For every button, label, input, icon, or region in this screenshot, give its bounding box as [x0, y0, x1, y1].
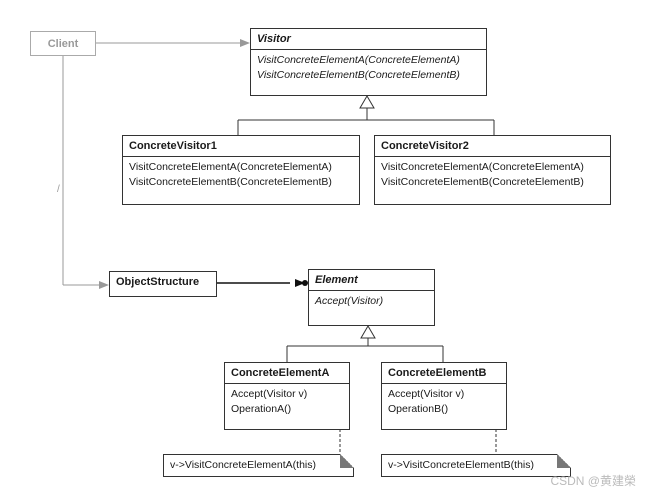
element-class: Element Accept(Visitor)	[308, 269, 435, 326]
concrete-element-a-title: ConcreteElementA	[225, 363, 349, 384]
concrete-visitor1-class: ConcreteVisitor1 VisitConcreteElementA(C…	[122, 135, 360, 205]
note-concrete-element-b: v->VisitConcreteElementB(this)	[381, 454, 571, 477]
concrete-element-a-method-accept: Accept(Visitor v)	[231, 388, 308, 400]
note-fold-icon	[340, 454, 354, 468]
visitor-method-a: VisitConcreteElementA(ConcreteElementA)	[257, 54, 460, 66]
element-title: Element	[309, 270, 434, 291]
object-structure-class: ObjectStructure	[109, 271, 217, 297]
concrete-visitor1-method-a: VisitConcreteElementA(ConcreteElementA)	[129, 161, 332, 173]
concrete-visitor2-class: ConcreteVisitor2 VisitConcreteElementA(C…	[374, 135, 611, 205]
watermark: CSDN @黄建榮	[550, 474, 636, 488]
client-label: Client	[47, 37, 79, 50]
note-a-text: v->VisitConcreteElementA(this)	[170, 459, 316, 471]
concrete-visitor2-method-a: VisitConcreteElementA(ConcreteElementA)	[381, 161, 584, 173]
concrete-element-b-method-accept: Accept(Visitor v)	[388, 388, 465, 400]
object-structure-title: ObjectStructure	[116, 276, 200, 288]
concrete-visitor2-title: ConcreteVisitor2	[375, 136, 610, 157]
concrete-visitor1-method-b: VisitConcreteElementB(ConcreteElementB)	[129, 176, 332, 188]
visitor-method-b: VisitConcreteElementB(ConcreteElementB)	[257, 69, 460, 81]
note-fold-icon	[557, 454, 571, 468]
concrete-element-a-class: ConcreteElementA Accept(Visitor v) Opera…	[224, 362, 350, 430]
concrete-element-b-class: ConcreteElementB Accept(Visitor v) Opera…	[381, 362, 507, 430]
element-method-accept: Accept(Visitor)	[315, 295, 384, 307]
note-concrete-element-a: v->VisitConcreteElementA(this)	[163, 454, 354, 477]
concrete-element-b-method-operation: OperationB()	[388, 403, 449, 415]
client-box: Client	[30, 31, 96, 56]
concrete-visitor2-method-b: VisitConcreteElementB(ConcreteElementB)	[381, 176, 584, 188]
svg-text:/: /	[57, 184, 60, 195]
concrete-element-a-method-operation: OperationA()	[231, 403, 292, 415]
note-b-text: v->VisitConcreteElementB(this)	[388, 459, 534, 471]
concrete-element-b-title: ConcreteElementB	[382, 363, 506, 384]
visitor-class: Visitor VisitConcreteElementA(ConcreteEl…	[250, 28, 487, 96]
concrete-visitor1-title: ConcreteVisitor1	[123, 136, 359, 157]
visitor-title: Visitor	[251, 29, 486, 50]
